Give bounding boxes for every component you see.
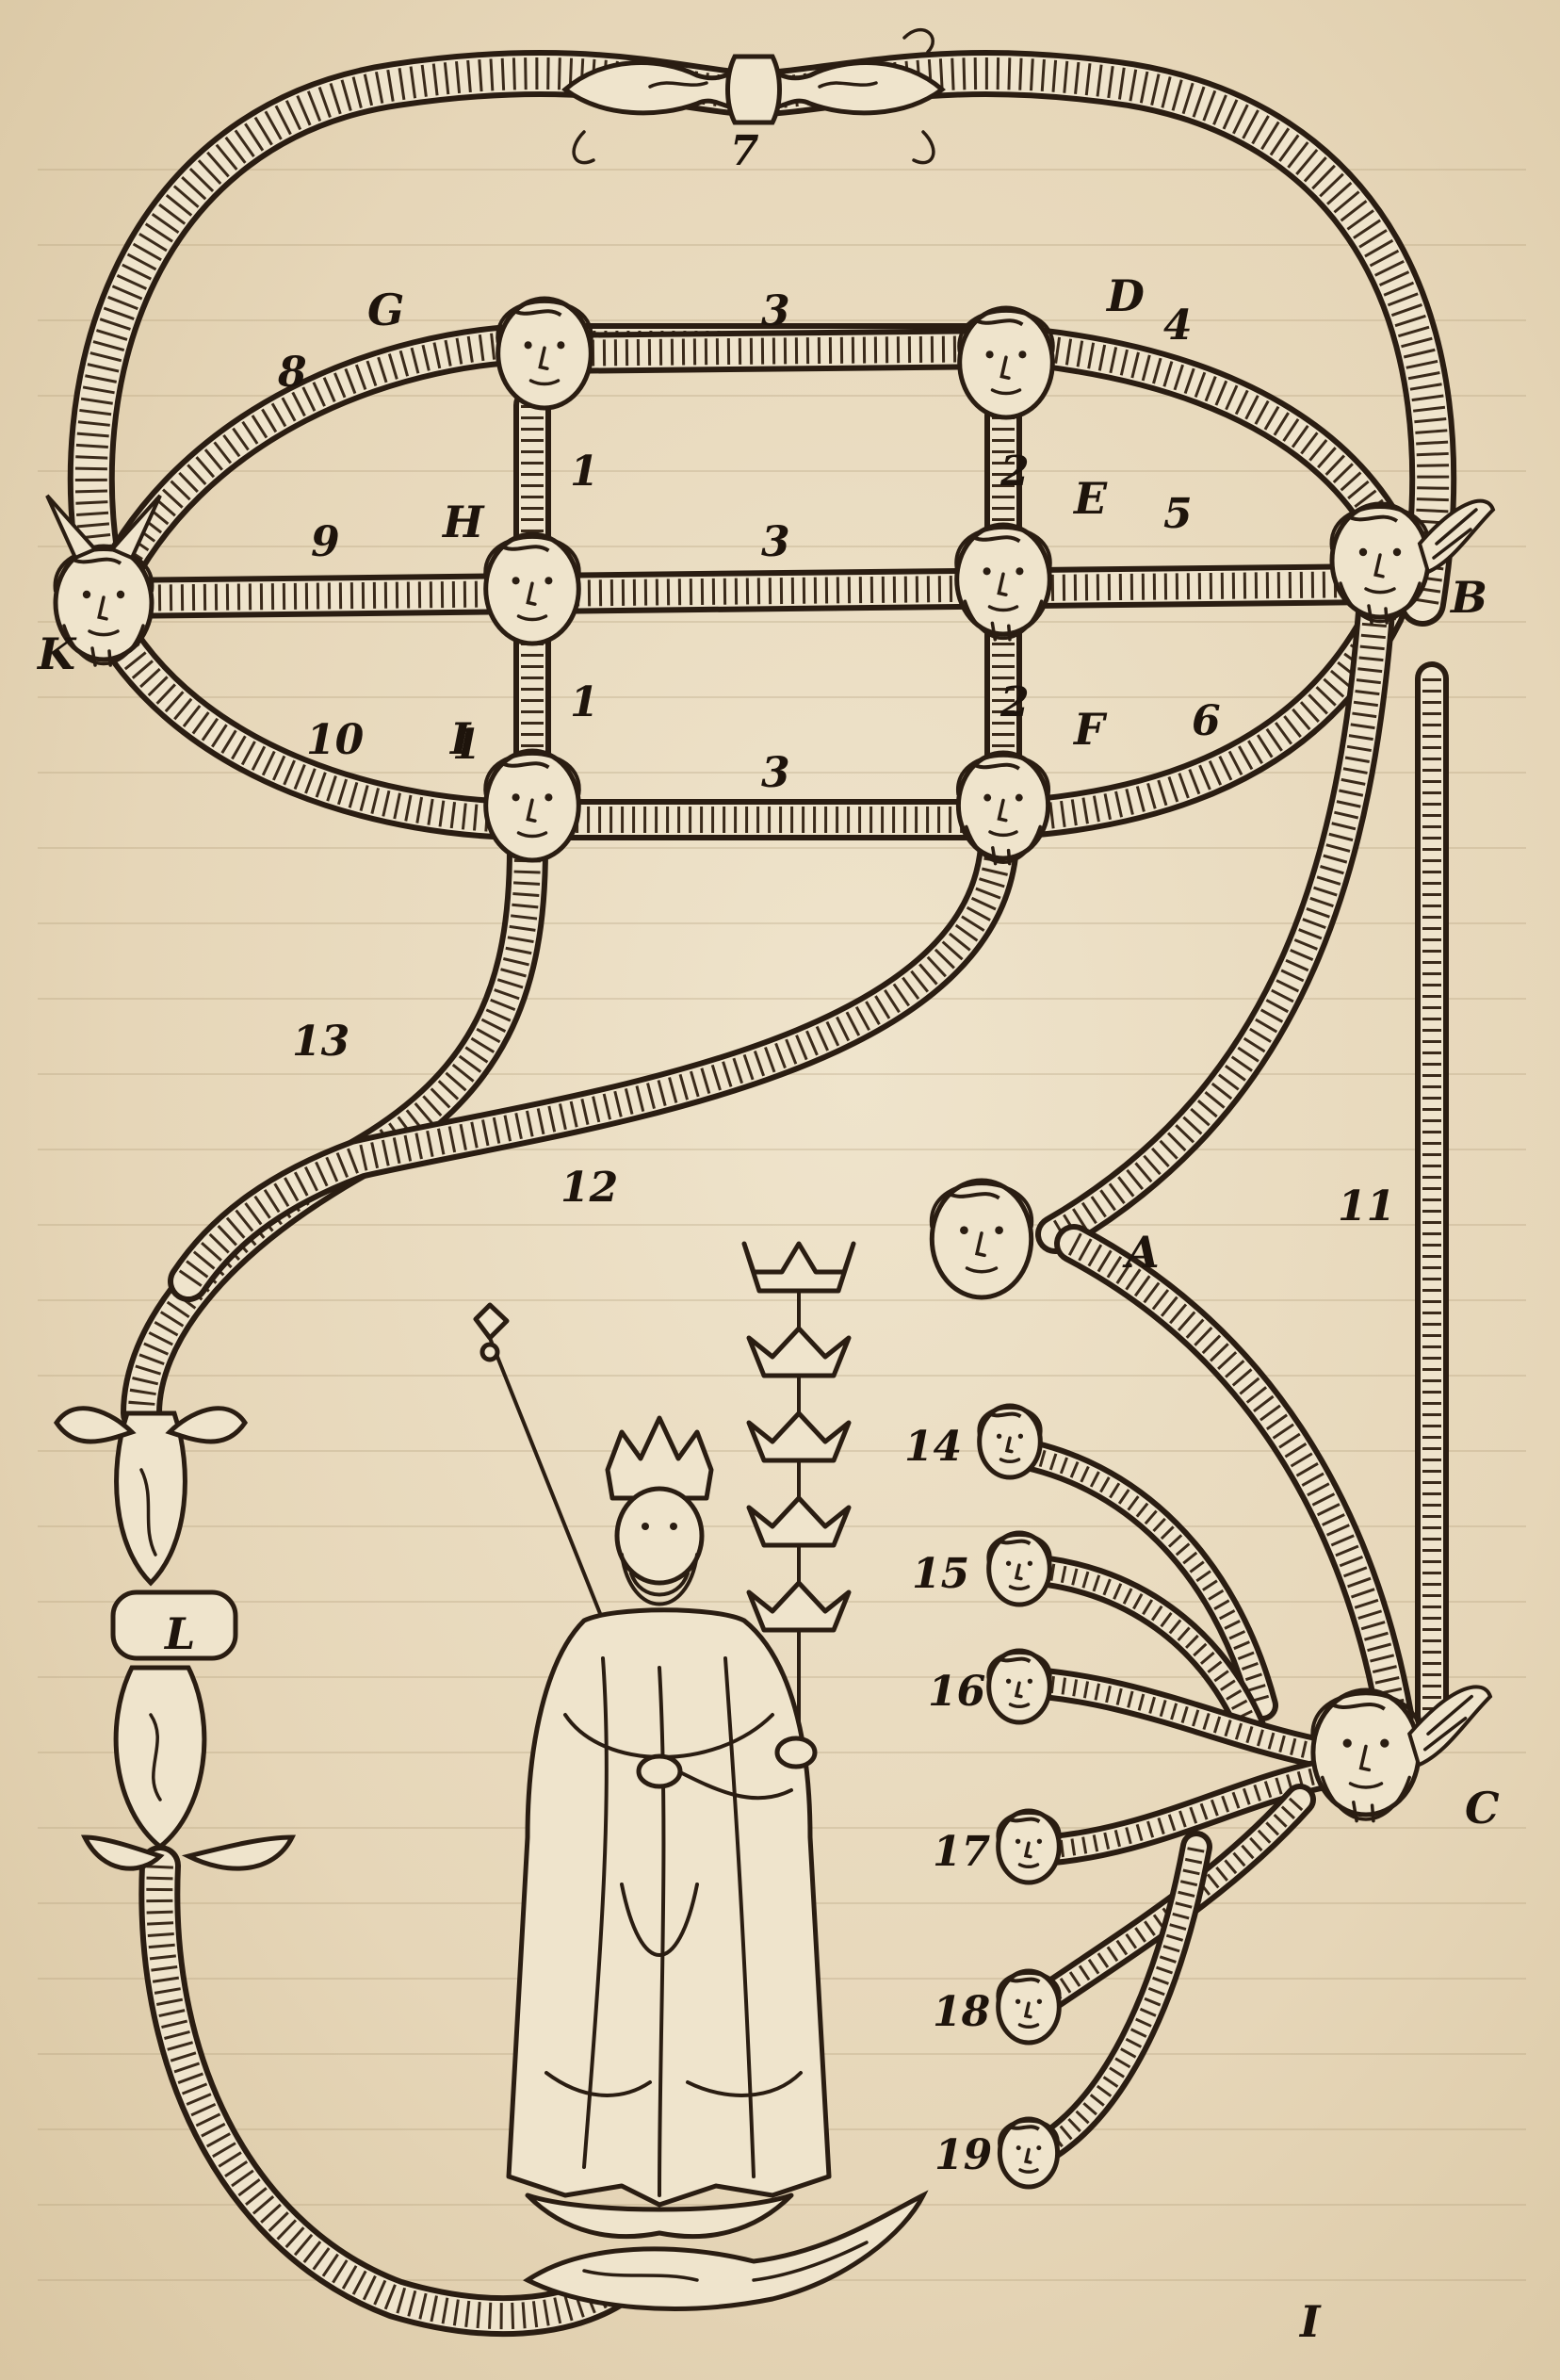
child-label-14: 14 — [904, 1423, 962, 1471]
child-label-18: 18 — [933, 1988, 990, 2036]
tube-L-king — [138, 1845, 633, 2338]
edge-label-1-1: 1 — [570, 678, 599, 726]
head-child-17 — [996, 1808, 1062, 1885]
bottom-leaf-ornament — [523, 2190, 929, 2311]
head-child-19 — [997, 2116, 1061, 2190]
tube-15 — [1001, 1553, 1269, 1750]
edge-label-3-6: 3 — [761, 518, 790, 566]
head-child-18 — [996, 1968, 1062, 2046]
head-child-15 — [986, 1530, 1052, 1607]
edge-label-5-9: 5 — [1163, 490, 1193, 538]
edge-label-2-3: 2 — [999, 448, 1030, 496]
edge-label-11-15: 11 — [1338, 1182, 1395, 1231]
head-G — [496, 296, 593, 411]
node-label-I: I — [448, 713, 472, 764]
tube-16 — [1001, 1666, 1335, 1769]
child-label-19: 19 — [934, 2131, 992, 2179]
edge-label-4-8: 4 — [1163, 302, 1193, 350]
head-A — [929, 1178, 1034, 1300]
middle-horizontal-tube — [92, 563, 1396, 619]
head-H — [483, 531, 581, 646]
child-label-16: 16 — [928, 1668, 985, 1716]
head-F — [955, 750, 1051, 866]
node-label-B: B — [1449, 572, 1487, 623]
node-label-E: E — [1072, 473, 1108, 524]
head-K — [45, 494, 162, 667]
edge-label-1-0: 1 — [570, 448, 599, 496]
head-I — [483, 748, 581, 863]
node-label-G: G — [367, 285, 404, 335]
page-number: I — [1298, 2296, 1322, 2347]
tube-14 — [992, 1435, 1278, 1721]
tube-A-C — [1054, 1224, 1414, 1735]
upper-horizontal-tube — [526, 328, 1029, 374]
head-D — [957, 305, 1055, 420]
child-label-17: 17 — [933, 1828, 991, 1876]
tube-12 — [168, 827, 1019, 1302]
edge-label-3-7: 3 — [761, 749, 790, 797]
node-label-F: F — [1072, 704, 1108, 755]
node-label-K: K — [36, 628, 77, 679]
node-label-L: L — [163, 1608, 195, 1659]
tube-17 — [1011, 1755, 1354, 1867]
edge-label-2-4: 2 — [999, 678, 1030, 726]
tube-19 — [1011, 1831, 1212, 2174]
edge-label-9-13: 9 — [311, 518, 340, 566]
edge-label-3-5: 3 — [761, 287, 790, 335]
edge-label-13-17: 13 — [292, 1018, 349, 1066]
head-B — [1329, 498, 1496, 625]
left-L-ornament — [53, 1406, 297, 1871]
edge-label-1-2: 1 — [452, 721, 481, 769]
node-label-H: H — [441, 497, 485, 547]
head-child-16 — [986, 1648, 1052, 1725]
node-label-A: A — [1122, 1227, 1160, 1278]
edge-label-10-14: 10 — [306, 716, 365, 764]
staff-crowns — [741, 1241, 856, 1633]
top-ornament — [561, 27, 946, 165]
node-label-D: D — [1105, 270, 1145, 321]
head-child-14 — [977, 1403, 1043, 1480]
edge-label-7-11: 7 — [730, 127, 759, 175]
heads — [45, 296, 1496, 2190]
edge-label-8-12: 8 — [277, 349, 307, 397]
head-E — [954, 522, 1052, 642]
tube-A-B — [1035, 593, 1395, 1254]
child-label-15: 15 — [912, 1550, 969, 1598]
king-figure — [473, 1241, 856, 2240]
node-label-C: C — [1465, 1783, 1500, 1834]
edge-label-6-10: 6 — [1192, 697, 1221, 745]
edge-label-12-16: 12 — [561, 1164, 618, 1212]
head-C — [1310, 1685, 1493, 1823]
